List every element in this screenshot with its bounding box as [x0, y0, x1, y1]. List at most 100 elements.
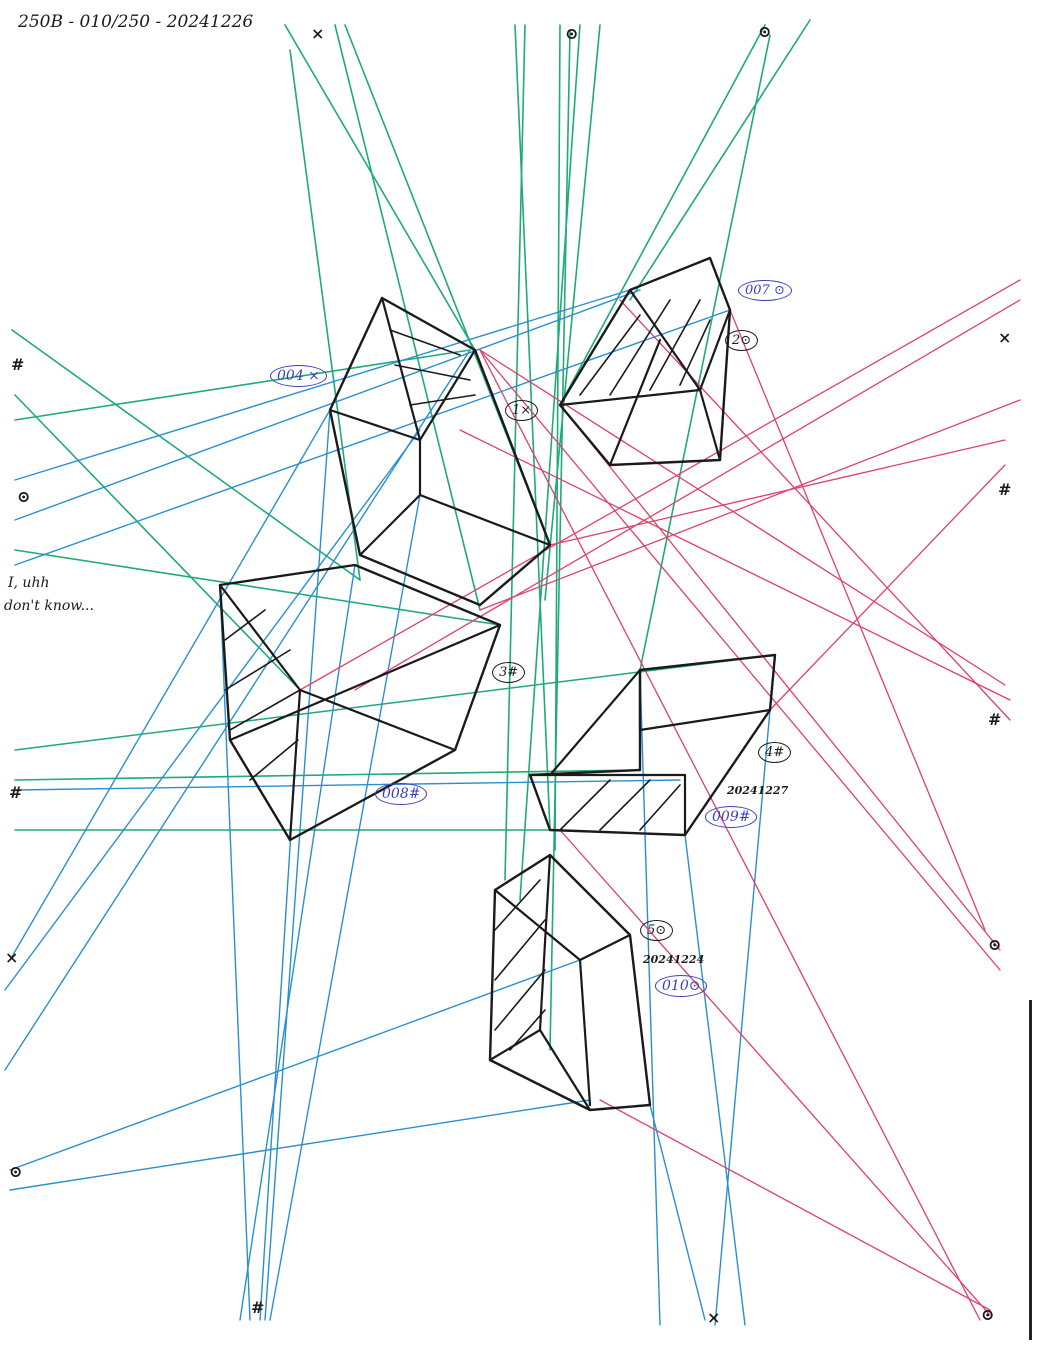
hatch-line	[509, 1009, 546, 1051]
label-010-date: 20241224	[643, 953, 705, 966]
green-perspective-line	[14, 769, 641, 781]
vanishing-point-mark: #	[9, 783, 23, 802]
vanishing-point-mark: ×	[5, 948, 19, 967]
red-perspective-line	[559, 829, 991, 1316]
green-perspective-line	[559, 24, 766, 406]
vanishing-point-mark: #	[988, 710, 1002, 729]
box-edge	[628, 288, 702, 392]
vanishing-point-mark: ×	[998, 328, 1012, 347]
box-edge	[493, 888, 582, 962]
blue-perspective-line	[4, 429, 421, 991]
hatch-line	[649, 299, 701, 391]
green-perspective-line	[519, 24, 581, 901]
red-perspective-line	[729, 309, 986, 931]
green-perspective-line	[289, 49, 361, 581]
blue-perspective-line	[269, 494, 421, 1321]
green-perspective-line	[14, 394, 301, 691]
hatch-line	[494, 879, 541, 931]
red-perspective-line	[479, 349, 1006, 686]
green-perspective-line	[11, 329, 361, 581]
blue-perspective-line	[219, 584, 251, 1321]
box-outline	[218, 563, 502, 842]
hatch-line	[229, 689, 301, 731]
box-edge	[638, 708, 772, 732]
hatch-line	[609, 299, 671, 396]
vanishing-point-mark: ⊙	[9, 1162, 23, 1181]
label-010: 010⊙	[655, 975, 708, 997]
label-004: 004 ×	[270, 365, 327, 387]
vanishing-point-mark: ⊙	[17, 487, 31, 506]
box-edge	[558, 388, 702, 407]
box-edge	[418, 348, 477, 442]
hatch-line	[389, 329, 461, 356]
blue-perspective-line	[9, 409, 331, 961]
side-note-line2: don't know...	[4, 598, 94, 614]
vanishing-point-mark: ⊙	[758, 22, 772, 41]
label-5o: 5⊙	[640, 920, 674, 941]
blue-perspective-line	[14, 289, 641, 521]
label-4h: 4#	[758, 742, 792, 763]
vanishing-point-mark: ⊙	[981, 1305, 995, 1324]
hatch-line	[679, 319, 711, 386]
red-perspective-line	[354, 299, 1021, 691]
hatch-line	[639, 784, 681, 831]
blue-perspective-line	[4, 349, 471, 1071]
box-edge	[288, 688, 302, 842]
box-edge	[218, 583, 302, 692]
blue-perspective-line	[639, 669, 661, 1326]
red-perspective-line	[549, 439, 1006, 546]
label-009: 009#	[705, 806, 758, 828]
box-edge	[698, 308, 732, 392]
green-perspective-line	[284, 24, 476, 351]
hatch-line	[249, 739, 299, 781]
label-007: 007 ⊙	[738, 280, 792, 301]
box-edge	[298, 688, 457, 752]
vanishing-point-mark: #	[998, 480, 1012, 499]
vanishing-point-mark: ×	[311, 24, 325, 43]
blue-perspective-line	[14, 309, 731, 566]
green-perspective-line	[514, 24, 551, 831]
blue-perspective-line	[9, 1099, 591, 1191]
hatch-line	[559, 779, 611, 831]
green-perspective-line	[14, 549, 501, 626]
box-outline	[488, 853, 652, 1112]
box-edge	[328, 408, 422, 442]
box-outline	[528, 653, 777, 837]
green-perspective-line	[549, 29, 571, 1051]
title-code: 250B - 010/250 - 20241226	[18, 12, 254, 32]
blue-perspective-line	[714, 709, 771, 1326]
label-3h: 3#	[492, 662, 526, 683]
side-note-line1: I, uhh	[8, 575, 50, 591]
green-perspective-line	[334, 24, 481, 611]
blue-perspective-line	[684, 834, 746, 1326]
green-perspective-line	[14, 349, 471, 421]
red-perspective-line	[459, 429, 1011, 701]
red-perspective-line	[559, 404, 1001, 951]
hatch-line	[224, 609, 266, 641]
green-perspective-line	[629, 19, 811, 301]
label-1x: 1×	[505, 400, 539, 421]
vanishing-point-mark: #	[11, 355, 25, 374]
hatch-line	[494, 969, 546, 1031]
blue-perspective-line	[239, 564, 356, 1321]
box-edge	[228, 623, 502, 742]
hatch-line	[599, 779, 651, 831]
vanishing-point-mark: ⊙	[565, 24, 579, 43]
green-perspective-line	[544, 24, 601, 601]
box-edge	[538, 853, 552, 1032]
box-edge	[548, 668, 642, 777]
box-edge	[578, 933, 632, 962]
label-009-date: 20241227	[727, 784, 789, 797]
box-edge	[380, 296, 422, 442]
vanishing-point-mark: ×	[707, 1308, 721, 1327]
box-outline	[558, 256, 732, 467]
red-perspective-line	[599, 1099, 991, 1311]
scan-edge	[1029, 1000, 1032, 1340]
hatch-line	[579, 314, 641, 396]
label-008: 008#	[375, 783, 428, 805]
box-edge	[698, 388, 722, 462]
label-2o: 2⊙	[725, 330, 759, 351]
hatch-line	[224, 649, 291, 691]
